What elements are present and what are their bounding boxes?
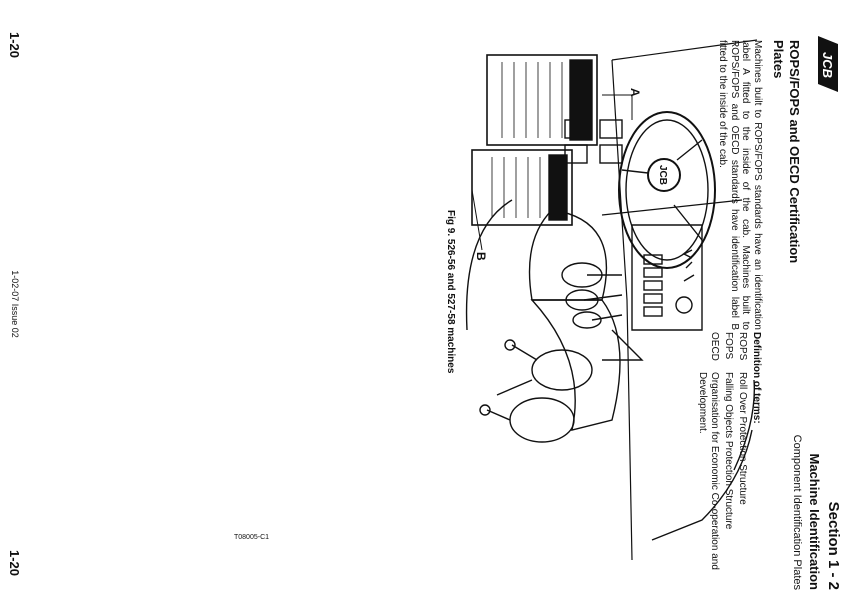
section-subtitle: Component Identification Plates [791,434,803,590]
cab-interior-figure: JCB [465,39,758,561]
jcb-logo: JCB [818,36,838,92]
section-title: Machine Identification [807,453,822,590]
svg-text:JCB: JCB [820,52,835,78]
page-number-right: 1-20 [7,549,22,576]
issue-info: 1-02-07 Issue 02 [10,270,20,338]
figure-ref: T08005-C1 [234,534,270,541]
figure-caption: Fig 9. 526-56 and 527-58 machines [445,210,456,374]
page-heading: ROPS/FOPS and OECD Certification Plates [771,40,802,264]
section-number: Section 1 - 2 [825,501,842,590]
label-a: A [628,88,642,97]
svg-text:JCB: JCB [657,165,668,185]
label-b: B [474,252,488,261]
